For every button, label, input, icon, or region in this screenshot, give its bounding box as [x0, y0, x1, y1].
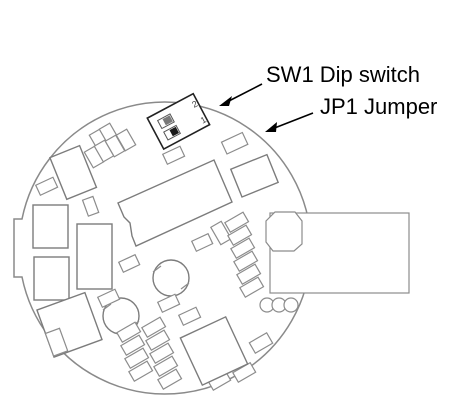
sw1-callout: SW1 Dip switch [219, 62, 420, 106]
sw1-dip-switch: 2 1 [146, 92, 211, 151]
sw1-arrowhead [219, 96, 232, 106]
bottom-ic [179, 315, 249, 387]
sw1-label: SW1 Dip switch [266, 62, 420, 87]
sw1-marking-2: 2 [190, 99, 199, 110]
resistor-array-bottom [116, 316, 257, 392]
sw1-knob-bottom [169, 126, 179, 137]
component-cluster-left [32, 204, 113, 358]
main-ic [117, 159, 233, 247]
resistor-array-right [224, 211, 274, 355]
jp1-callout: JP1 Jumper [265, 94, 437, 132]
jp1-arrowhead [265, 122, 277, 132]
component-cluster-middle [96, 220, 233, 327]
jp1-label: JP1 Jumper [320, 94, 437, 119]
sw1-marking-1: 1 [199, 114, 208, 125]
component-cluster-top [34, 122, 280, 217]
connector-tab [265, 211, 410, 294]
sw1-knob-top [162, 115, 173, 126]
test-pads [259, 297, 299, 313]
